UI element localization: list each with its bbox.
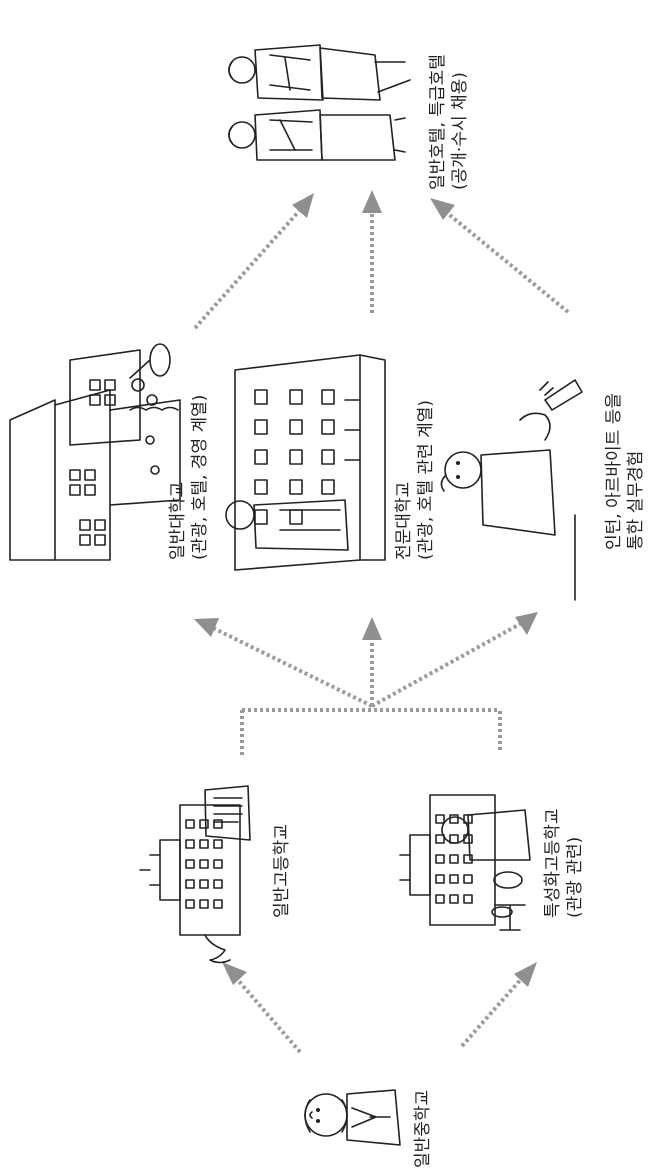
arrow-college-to-hotel: [362, 190, 382, 313]
arrow-internship-to-hotel: [430, 198, 570, 314]
arrow-to-college: [362, 617, 382, 706]
arrow-middle-to-special-high: [460, 962, 537, 1048]
label-college: 전문대학교 (관광, 호텔 관련 계열): [394, 400, 436, 560]
label-internship: 인턴, 아르바이트 등을 통한 실무경험: [604, 393, 646, 550]
label-special-high-school: 특성화고등학교 (관광 관련): [543, 808, 585, 918]
general-high-school-illustration: [139, 785, 251, 964]
arrow-university-to-hotel: [193, 193, 314, 330]
college-illustration: [225, 354, 386, 571]
arrow-middle-to-general-high: [222, 962, 302, 1054]
label-middle-school: 일반중학교: [413, 1089, 433, 1168]
hotel-staff-illustration: [228, 44, 411, 161]
label-hotel-hiring: 일반호텔, 특급호텔 (공개·수시 채용): [428, 54, 470, 190]
student-illustration: [304, 1089, 401, 1146]
arrow-to-university: [194, 618, 373, 708]
label-general-high-school: 일반고등학교: [272, 824, 292, 918]
university-illustration: [9, 343, 181, 561]
special-high-school-illustration: [399, 794, 531, 931]
arrow-to-internship: [371, 612, 538, 708]
label-university: 일반대학교 (관광, 호텔, 경영 계열): [168, 394, 210, 560]
connector-high-schools: [240, 708, 502, 755]
internship-illustration: [440, 379, 583, 601]
